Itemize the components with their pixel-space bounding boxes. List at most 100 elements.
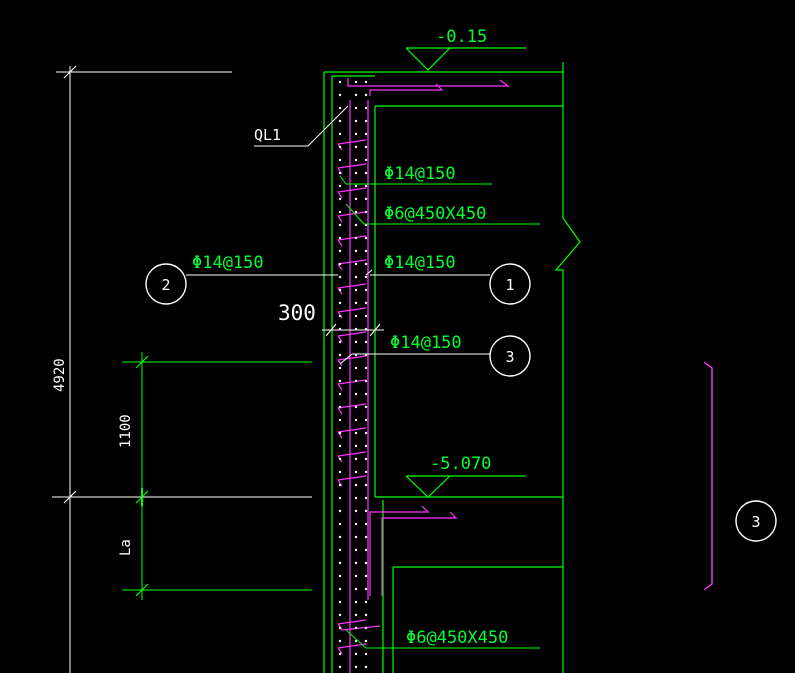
tie-hook: [337, 431, 343, 439]
rebar-dot: [338, 210, 342, 214]
ql1-label: QL1: [254, 126, 281, 144]
rebar-dot: [338, 405, 342, 409]
rebar-dot: [354, 171, 358, 175]
tie-hook: [337, 383, 343, 391]
rebar-dot: [338, 314, 342, 318]
rebar-dot: [364, 379, 368, 383]
rebar-dot: [354, 470, 358, 474]
svg-text:1: 1: [505, 276, 514, 294]
rebar-dot: [354, 249, 358, 253]
rebar-dot: [354, 561, 358, 565]
rebar-dot: [354, 301, 358, 305]
rebar-dot: [364, 145, 368, 149]
tie-mark: [337, 619, 367, 625]
rebar-dot: [338, 444, 342, 448]
rebar-dot: [338, 223, 342, 227]
rebar-dot: [364, 93, 368, 97]
rebar-dot: [364, 314, 368, 318]
detail-markers: 2 1 3 3: [145, 263, 777, 542]
rebar-dot: [364, 249, 368, 253]
marker-3: [489, 335, 531, 377]
tie-hook: [337, 479, 343, 487]
rebar-dot: [364, 184, 368, 188]
rebar-dot: [364, 288, 368, 292]
rebar-dot: [354, 210, 358, 214]
rebar-dot: [338, 171, 342, 175]
rebar-dot: [338, 392, 342, 396]
rebar-label-vertical-right: Φ14@150: [384, 164, 456, 184]
rebar-dot: [354, 80, 358, 84]
rebar-dot: [338, 574, 342, 578]
rebar-dot: [354, 522, 358, 526]
rebar-dot: [338, 184, 342, 188]
rebar-dot: [354, 626, 358, 630]
tie-hook: [337, 407, 343, 415]
rebar-dot: [364, 626, 368, 630]
rebar-dot: [364, 652, 368, 656]
top-elevation-text: -0.15: [436, 27, 487, 47]
total-height-text: 4920: [52, 358, 68, 392]
rebar-dot: [354, 288, 358, 292]
bottom-elevation-marker: -5.070: [405, 454, 526, 498]
rebar-dot: [364, 275, 368, 279]
rebar-dot: [354, 223, 358, 227]
tie-hook: [337, 239, 343, 247]
rebar-dot: [364, 405, 368, 409]
rebar-dot: [364, 392, 368, 396]
rebar-dot: [354, 93, 358, 97]
rebar-dot: [354, 418, 358, 422]
rebar-dot: [338, 626, 342, 630]
rebar-dot: [354, 132, 358, 136]
rebar-dot: [364, 301, 368, 305]
rebar-dot: [354, 600, 358, 604]
rebar-dot: [364, 119, 368, 123]
rebar-dot: [338, 288, 342, 292]
rebar-dot: [354, 340, 358, 344]
rebar-dot: [354, 197, 358, 201]
tie-mark: [337, 643, 367, 649]
rebar-dot: [338, 522, 342, 526]
rebar-dot: [364, 171, 368, 175]
rebar-dot: [338, 340, 342, 344]
thickness-dimension: 300: [278, 301, 384, 337]
tie-mark: [337, 187, 367, 193]
tie-mark: [337, 427, 367, 433]
rebar-dot: [338, 93, 342, 97]
tie-mark: [337, 451, 367, 457]
rebar-dot: [338, 366, 342, 370]
rebar-dot: [364, 665, 368, 669]
rebar-dot: [338, 80, 342, 84]
rebar-label-left: Φ14@150: [192, 253, 264, 273]
rebar-dot: [338, 535, 342, 539]
rebar-dot: [338, 275, 342, 279]
rebar-dot: [354, 431, 358, 435]
rebar-dot: [364, 431, 368, 435]
tie-hook: [337, 359, 343, 367]
rebar-dot: [354, 509, 358, 513]
rebar-dot: [354, 262, 358, 266]
rebar-dot: [364, 561, 368, 565]
rebar-dot: [338, 665, 342, 669]
rebar-dot: [364, 106, 368, 110]
rebar-dot: [364, 457, 368, 461]
rebar-dot: [354, 613, 358, 617]
lap-dimensions: 1100 La: [118, 352, 312, 600]
rebar-dot: [364, 418, 368, 422]
rebar-label-tie-lower: Φ6@450X450: [406, 628, 508, 648]
rebar-dot: [338, 548, 342, 552]
rebar-dot: [338, 119, 342, 123]
section-cut-line: [703, 361, 713, 591]
marker-1: [489, 263, 531, 305]
rebar-dot: [364, 509, 368, 513]
rebar-dot: [338, 353, 342, 357]
rebar-dot: [354, 392, 358, 396]
rebar-dot: [338, 197, 342, 201]
rebar-dot: [354, 574, 358, 578]
tie-mark: [337, 163, 367, 169]
svg-text:2: 2: [161, 276, 170, 294]
tie-mark: [337, 259, 367, 265]
rebar-dot: [338, 379, 342, 383]
rebar-dot: [354, 314, 358, 318]
rebar-dot: [354, 275, 358, 279]
rebar-dot: [338, 639, 342, 643]
